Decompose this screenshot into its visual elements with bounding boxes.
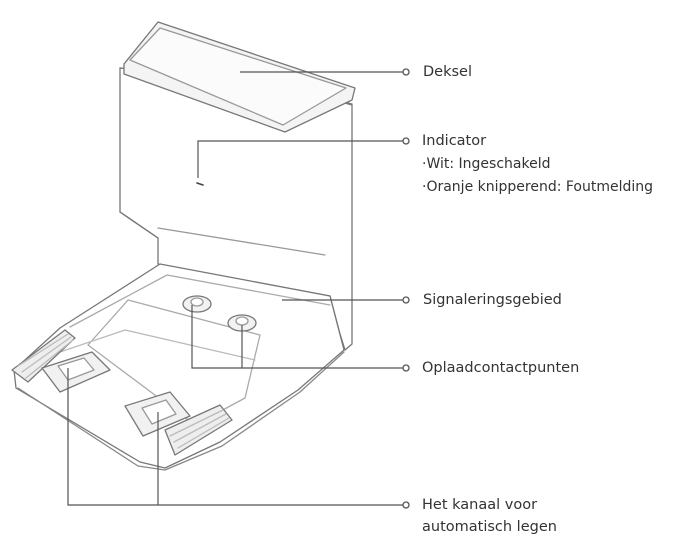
charging-contact-1 — [182, 295, 212, 313]
label-channel-line2: automatisch legen — [422, 519, 557, 535]
label-signal-area: Signaleringsgebied — [423, 292, 562, 308]
callout-endpoint — [402, 296, 410, 304]
charging-contact-2 — [227, 314, 257, 332]
callout-endpoint — [402, 501, 410, 509]
lid — [123, 21, 356, 133]
label-indicator-white: ·Wit: Ingeschakeld — [422, 156, 551, 172]
callout-endpoint — [402, 364, 410, 372]
leader-line-contacts — [191, 305, 403, 369]
leader-line-indicator — [197, 140, 403, 178]
indicator-light — [196, 182, 204, 186]
channel-pad-left — [41, 351, 111, 393]
callout-endpoint — [402, 68, 410, 76]
grip-right — [164, 404, 233, 456]
label-channel-line1: Het kanaal voor — [422, 497, 538, 513]
label-indicator-orange: ·Oranje knipperend: Foutmelding — [422, 179, 654, 195]
label-lid: Deksel — [423, 64, 472, 80]
label-indicator: Indicator — [422, 133, 487, 149]
leader-line-channel — [67, 368, 403, 506]
callout-endpoint — [402, 137, 410, 145]
base-plate — [13, 263, 345, 471]
label-charging-contacts: Oplaadcontactpunten — [422, 360, 580, 376]
grip-left — [11, 329, 76, 383]
